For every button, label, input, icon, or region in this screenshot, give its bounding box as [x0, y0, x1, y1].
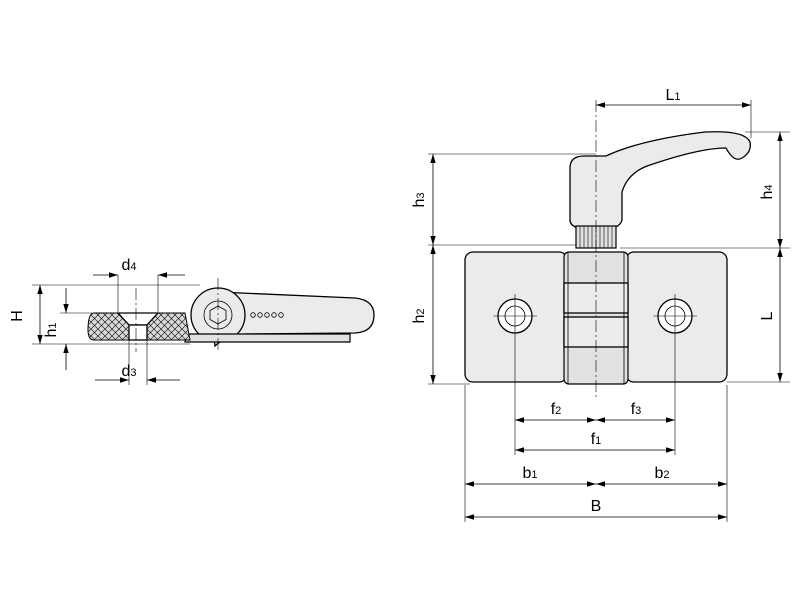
- grip-dots: [250, 312, 284, 318]
- label-L: L: [759, 311, 776, 320]
- label-f2: f2: [551, 401, 562, 418]
- label-B: B: [591, 498, 602, 515]
- lever-handle: [569, 131, 751, 231]
- label-h3: h3: [411, 192, 428, 207]
- dimension-labels: d4 d3 H h1 h3 h2 h4 L L1 f2 f3: [9, 87, 776, 515]
- label-L1: L1: [665, 87, 680, 104]
- screw-hole-right: [653, 294, 697, 338]
- side-base-plate: [184, 333, 351, 343]
- label-H: H: [9, 310, 26, 322]
- label-b2: b2: [654, 465, 669, 482]
- label-f1: f1: [591, 431, 602, 448]
- screw-hole-left: [493, 294, 537, 338]
- label-b1: b1: [522, 465, 537, 482]
- label-h4: h4: [759, 184, 776, 199]
- label-d3: d3: [121, 363, 136, 380]
- knurl-lines: [579, 226, 613, 248]
- label-d4: d4: [121, 257, 136, 274]
- label-f3: f3: [631, 401, 642, 418]
- label-h2: h2: [411, 308, 428, 323]
- side-view: [32, 272, 375, 385]
- label-h1: h1: [43, 322, 60, 337]
- front-view: [428, 100, 790, 522]
